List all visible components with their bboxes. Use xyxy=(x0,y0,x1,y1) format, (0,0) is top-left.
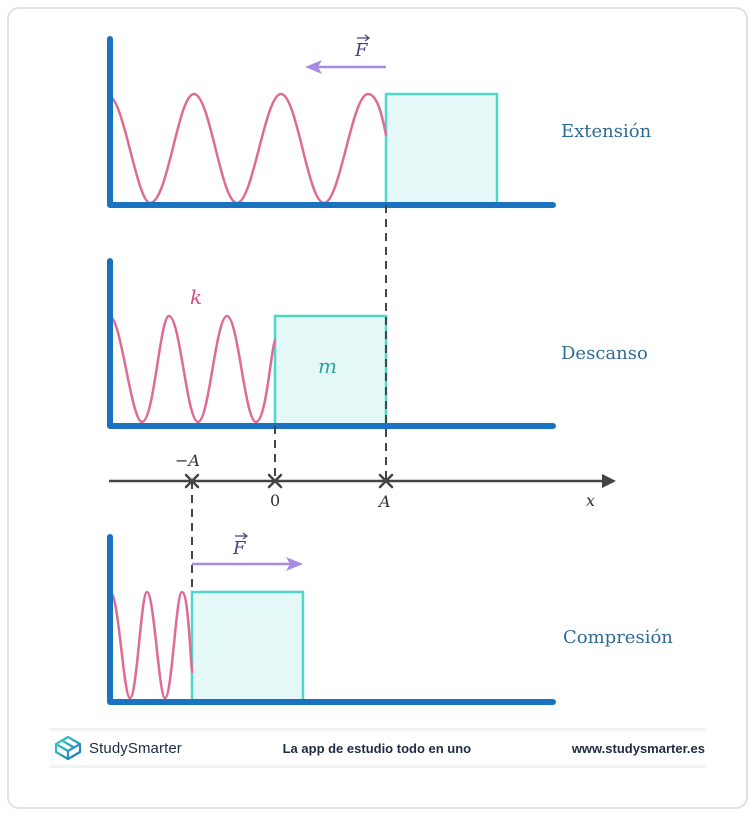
axis-variable-label: x xyxy=(586,491,595,510)
vector-arrow-icon xyxy=(357,34,370,42)
footer-website-link[interactable]: www.studysmarter.es xyxy=(571,740,705,756)
axis-arrowhead-icon xyxy=(602,474,616,488)
brand-name: StudySmarter xyxy=(89,739,182,757)
studysmarter-logo-icon xyxy=(54,735,82,761)
tick-marks xyxy=(184,473,394,489)
wall-floor xyxy=(107,36,556,208)
panel-extension: F xyxy=(107,34,556,208)
force-label: F xyxy=(232,538,247,559)
vector-arrow-icon xyxy=(235,532,248,540)
panel-compression: F xyxy=(107,532,556,705)
mass-block xyxy=(190,590,305,704)
force-label: F xyxy=(354,40,369,61)
spring xyxy=(110,92,388,205)
footer-bar: StudySmarter La app de estudio todo en u… xyxy=(49,728,707,768)
brand-logo-link[interactable]: StudySmarter xyxy=(53,735,182,761)
tick-label-minus-A: −A xyxy=(175,451,200,470)
spring-constant-label: k xyxy=(190,285,202,309)
footer-tagline: La app de estudio todo en uno xyxy=(282,740,472,756)
mass-block xyxy=(384,92,499,207)
mass-label: m xyxy=(318,354,337,378)
spring xyxy=(110,314,277,424)
wall-floor xyxy=(107,534,556,705)
mass-block xyxy=(273,314,388,428)
spring xyxy=(110,590,194,700)
x-axis: −A 0 A x xyxy=(109,451,616,511)
tick-label-zero: 0 xyxy=(270,491,280,510)
wall-floor xyxy=(107,258,556,429)
force-arrowhead-icon xyxy=(286,557,303,571)
state-label-compression: Compresión xyxy=(563,627,673,648)
guide-lines xyxy=(191,205,387,592)
panel-rest: k m xyxy=(107,258,556,429)
tick-label-A: A xyxy=(377,492,391,511)
force-arrowhead-icon xyxy=(305,60,322,74)
state-label-extension: Extensión xyxy=(561,121,652,142)
state-label-rest: Descanso xyxy=(561,343,648,364)
